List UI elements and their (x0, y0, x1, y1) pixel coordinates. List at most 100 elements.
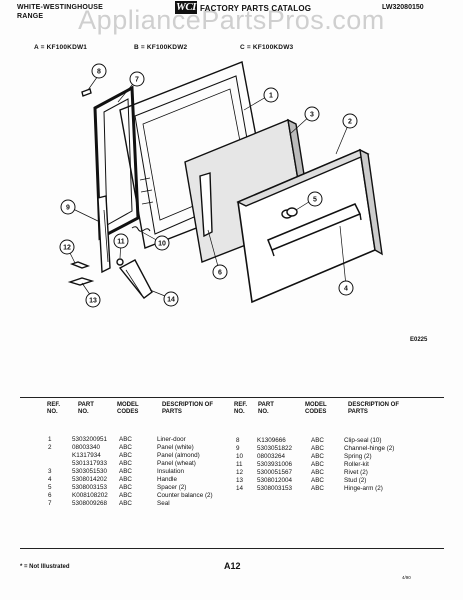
part-rivet (69, 261, 91, 269)
model-a: A = KF100KDW1 (34, 44, 88, 51)
cell-part: 08003264 (257, 453, 286, 460)
callout-14: 14 (167, 297, 175, 304)
cell-part: 5303051530 (72, 468, 108, 475)
cell-model: ABC (119, 444, 132, 451)
cell-part: 5308014202 (72, 476, 108, 483)
table-top-rule (20, 397, 444, 398)
cell-ref: 7 (48, 500, 52, 507)
brand-block: WHITE-WESTINGHOUSE RANGE (17, 3, 103, 21)
callout-10: 10 (158, 241, 166, 248)
cell-model: ABC (119, 500, 132, 507)
part-stud (67, 277, 95, 286)
model-b: B = KF100KDW2 (134, 44, 188, 51)
cell-model: ABC (311, 437, 324, 444)
cell-desc: Hinge-arm (2) (344, 485, 383, 492)
callout-11: 11 (117, 239, 125, 246)
not-illustrated-note: * = Not Illustrated (20, 564, 70, 570)
part-spring (131, 226, 151, 232)
callout-3: 3 (310, 112, 314, 119)
cell-ref: 1 (48, 436, 52, 443)
right-header-part: PART NO. (258, 402, 274, 415)
callout-13: 13 (89, 298, 97, 305)
catalog-code: LW32080150 (382, 4, 424, 11)
cell-desc: Seal (157, 500, 170, 507)
cell-ref: 11 (236, 461, 243, 468)
cell-part: 5303051822 (257, 445, 293, 452)
left-header-part: PART NO. (78, 402, 94, 415)
right-header-model: MODEL CODES (305, 402, 327, 415)
cell-model: ABC (119, 436, 132, 443)
page-number: A12 (224, 561, 241, 571)
callout-5: 5 (313, 197, 317, 204)
cell-desc: Panel (almond) (157, 452, 200, 459)
model-c: C = KF100KDW3 (240, 44, 294, 51)
brand-line-2: RANGE (17, 13, 44, 20)
part-hinge-arm (118, 259, 153, 299)
cell-desc: Handle (157, 476, 177, 483)
watermark: AppliancePartsPros.com (78, 5, 385, 35)
cell-desc: Clip-seal (10) (344, 437, 382, 444)
cell-model: ABC (311, 469, 324, 476)
part-clip-seal (81, 88, 92, 97)
callouts (59, 63, 358, 308)
cell-model: ABC (119, 476, 132, 483)
cell-ref: 6 (48, 492, 52, 499)
cell-desc: Stud (2) (344, 477, 367, 484)
brand-line-1: WHITE-WESTINGHOUSE (17, 4, 104, 11)
cell-model: ABC (311, 477, 324, 484)
cell-ref: 10 (236, 453, 244, 460)
callout-12: 12 (63, 245, 71, 252)
cell-part: 08003340 (72, 444, 101, 451)
cell-ref: 9 (236, 445, 240, 452)
cell-desc: Roller-kit (344, 461, 369, 468)
cell-ref: 3 (48, 468, 52, 475)
cell-part: 5300051567 (257, 469, 293, 476)
cell-desc: Channel-hinge (2) (344, 445, 395, 452)
cell-model: ABC (119, 492, 132, 499)
table-bottom-rule (20, 548, 444, 549)
part-counter-balance (199, 172, 213, 238)
callout-7: 7 (135, 77, 139, 84)
cell-model: ABC (119, 484, 132, 491)
figure-code: E0225 (410, 337, 428, 343)
cell-ref: 13 (236, 477, 244, 484)
cell-desc: Panel (white) (157, 444, 194, 451)
right-header-ref: REF. NO. (234, 402, 248, 415)
cell-model: ABC (311, 445, 324, 452)
cell-desc: Spring (2) (344, 453, 372, 460)
callout-1: 1 (269, 93, 273, 100)
cell-model: ABC (311, 485, 324, 492)
left-header-ref: REF. NO. (47, 402, 61, 415)
cell-part: 5308012004 (257, 477, 293, 484)
exploded-door-diagram: 1 2 3 4 5 6 7 8 9 10 11 12 13 14 (59, 61, 383, 308)
cell-desc: Panel (wheat) (157, 460, 196, 467)
cell-ref: 8 (236, 437, 240, 444)
cell-part: 5303931006 (257, 461, 293, 468)
cell-part: 5308009268 (72, 500, 108, 507)
cell-model: ABC (119, 468, 132, 475)
cell-model: ABC (311, 453, 324, 460)
cell-part: 5308003153 (72, 484, 108, 491)
cell-part: K1317934 (72, 452, 101, 459)
cell-ref: 4 (48, 476, 52, 483)
callout-4: 4 (344, 286, 348, 293)
cell-desc: Liner-door (157, 436, 186, 443)
cell-model: ABC (119, 460, 132, 467)
right-header-desc: DESCRIPTION OF PARTS (348, 402, 400, 415)
cell-part: 5303200951 (72, 436, 108, 443)
callout-9: 9 (66, 205, 70, 212)
callout-8: 8 (97, 69, 101, 76)
cell-ref: 5 (48, 484, 52, 491)
cell-part: 5308003153 (257, 485, 293, 492)
wci-logo: WCI (175, 1, 197, 14)
cell-ref: 2 (48, 444, 52, 451)
callout-6: 6 (218, 270, 222, 277)
cell-model: ABC (119, 452, 132, 459)
cell-part: K1309666 (257, 437, 286, 444)
footer-code: 4/90 (402, 575, 411, 580)
cell-desc: Spacer (2) (157, 484, 187, 491)
cell-model: ABC (311, 461, 324, 468)
cell-desc: Insulation (157, 468, 184, 475)
cell-ref: 12 (236, 469, 244, 476)
catalog-title: FACTORY PARTS CATALOG (200, 4, 312, 13)
